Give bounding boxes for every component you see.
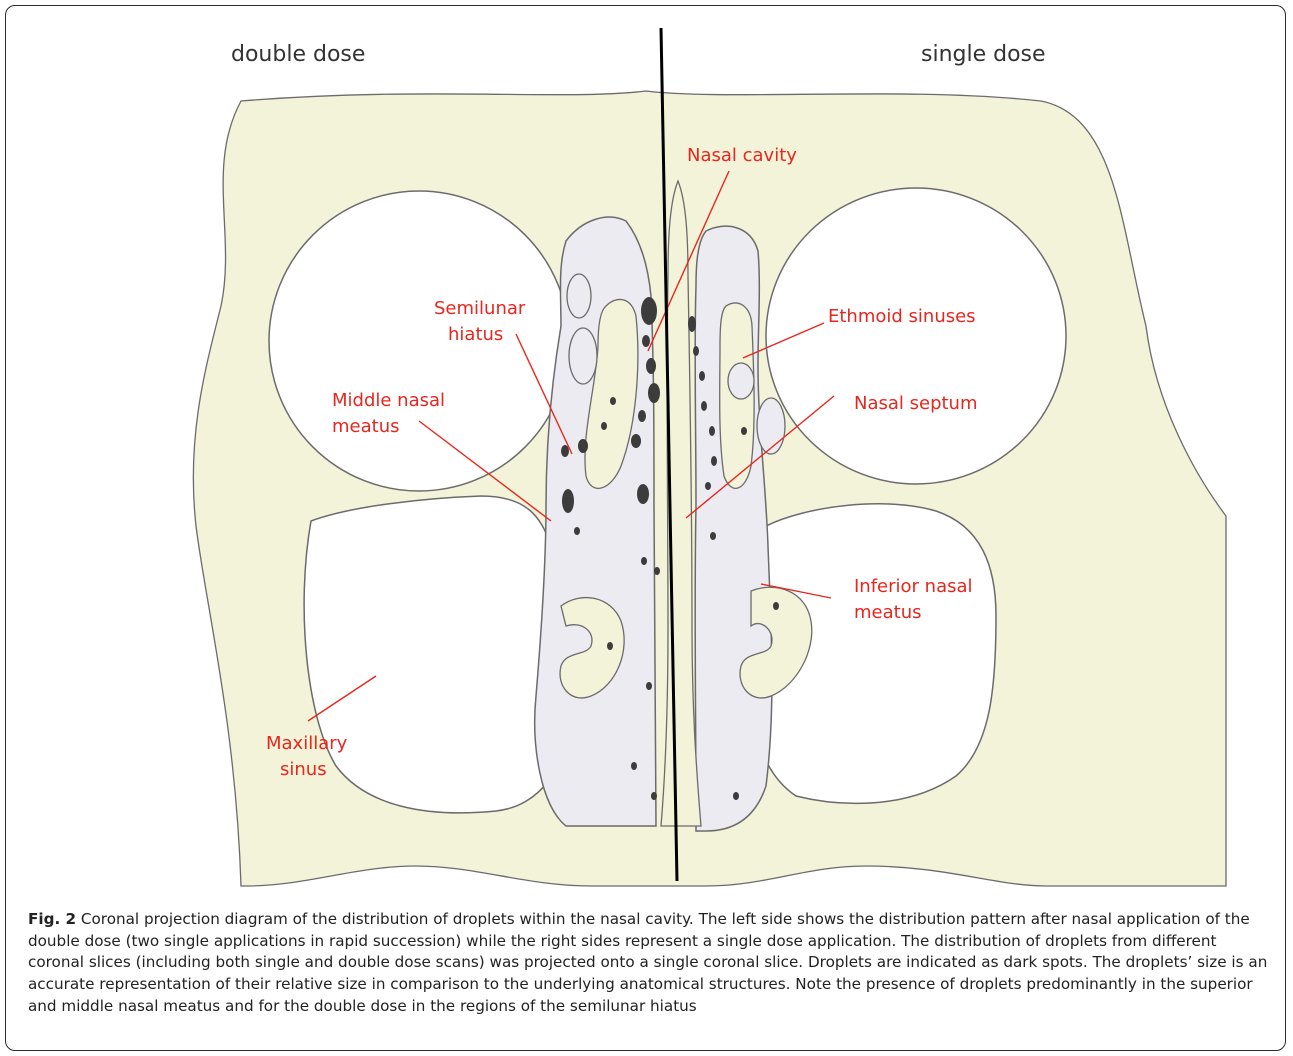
droplet bbox=[641, 297, 657, 325]
droplet bbox=[610, 397, 616, 405]
droplet bbox=[638, 410, 646, 422]
left-orbit bbox=[269, 191, 569, 491]
label-middle-nasal-meatus-2: meatus bbox=[332, 416, 399, 437]
panel-title-left: double dose bbox=[231, 42, 365, 67]
droplet bbox=[574, 527, 580, 535]
droplet bbox=[641, 557, 647, 565]
droplet bbox=[654, 567, 660, 575]
droplet bbox=[601, 422, 607, 430]
droplet bbox=[646, 682, 652, 690]
droplet bbox=[631, 762, 637, 770]
droplet bbox=[648, 383, 660, 403]
droplet bbox=[709, 426, 715, 436]
droplet bbox=[642, 335, 650, 347]
droplet bbox=[711, 456, 717, 466]
droplet bbox=[699, 371, 705, 381]
droplet bbox=[733, 792, 739, 800]
droplet bbox=[607, 642, 613, 650]
ethmoid-cell bbox=[728, 363, 754, 399]
label-ethmoid-sinuses: Ethmoid sinuses bbox=[828, 306, 976, 327]
caption-text: Coronal projection diagram of the distri… bbox=[28, 910, 1267, 1015]
label-maxillary-sinus: Maxillary bbox=[266, 733, 348, 754]
label-middle-nasal-meatus: Middle nasal bbox=[332, 390, 445, 411]
figure-label: Fig. 2 bbox=[28, 910, 76, 928]
label-inferior-nasal-meatus: Inferior nasal bbox=[854, 576, 973, 597]
droplet bbox=[578, 439, 588, 453]
figure-caption: Fig. 2 Coronal projection diagram of the… bbox=[28, 909, 1273, 1018]
label-semilunar-hiatus-2: hiatus bbox=[448, 324, 503, 345]
droplet bbox=[688, 316, 696, 332]
droplet bbox=[651, 792, 657, 800]
droplet bbox=[646, 358, 656, 374]
label-maxillary-sinus-2: sinus bbox=[280, 759, 327, 780]
droplet bbox=[705, 482, 711, 490]
droplet bbox=[561, 445, 569, 457]
ethmoid-cell bbox=[757, 398, 785, 454]
left-maxillary-sinus bbox=[304, 496, 566, 813]
anatomy-diagram: Nasal cavity Semilunar hiatus Middle nas… bbox=[6, 6, 1286, 1051]
ethmoid-cell bbox=[569, 328, 597, 384]
droplet bbox=[701, 401, 707, 411]
figure-frame: Nasal cavity Semilunar hiatus Middle nas… bbox=[5, 5, 1286, 1051]
droplet bbox=[693, 346, 699, 356]
droplet bbox=[741, 427, 747, 435]
droplet bbox=[773, 602, 779, 610]
droplet bbox=[562, 489, 574, 513]
droplet bbox=[631, 434, 641, 448]
panel-title-right: single dose bbox=[921, 42, 1046, 67]
right-orbit bbox=[766, 188, 1066, 484]
droplet bbox=[710, 532, 716, 540]
label-semilunar-hiatus: Semilunar bbox=[434, 298, 526, 319]
droplet bbox=[637, 484, 649, 504]
label-nasal-cavity: Nasal cavity bbox=[687, 145, 797, 166]
label-inferior-nasal-meatus-2: meatus bbox=[854, 602, 921, 623]
label-nasal-septum: Nasal septum bbox=[854, 393, 978, 414]
ethmoid-cell bbox=[567, 274, 591, 318]
